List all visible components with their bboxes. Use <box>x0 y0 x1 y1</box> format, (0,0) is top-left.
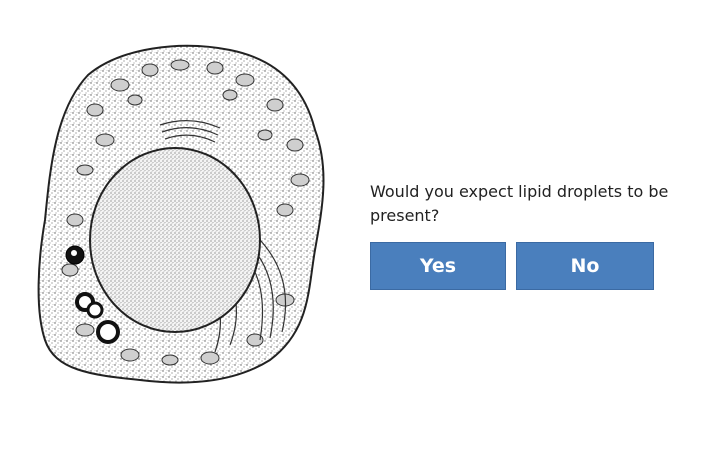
cell-illustration-image <box>37 44 325 384</box>
question-text: Would you expect lipid droplets to be pr… <box>370 182 669 225</box>
yes-button[interactable]: Yes <box>370 242 506 290</box>
no-button[interactable]: No <box>516 242 654 290</box>
nucleus <box>89 147 261 333</box>
